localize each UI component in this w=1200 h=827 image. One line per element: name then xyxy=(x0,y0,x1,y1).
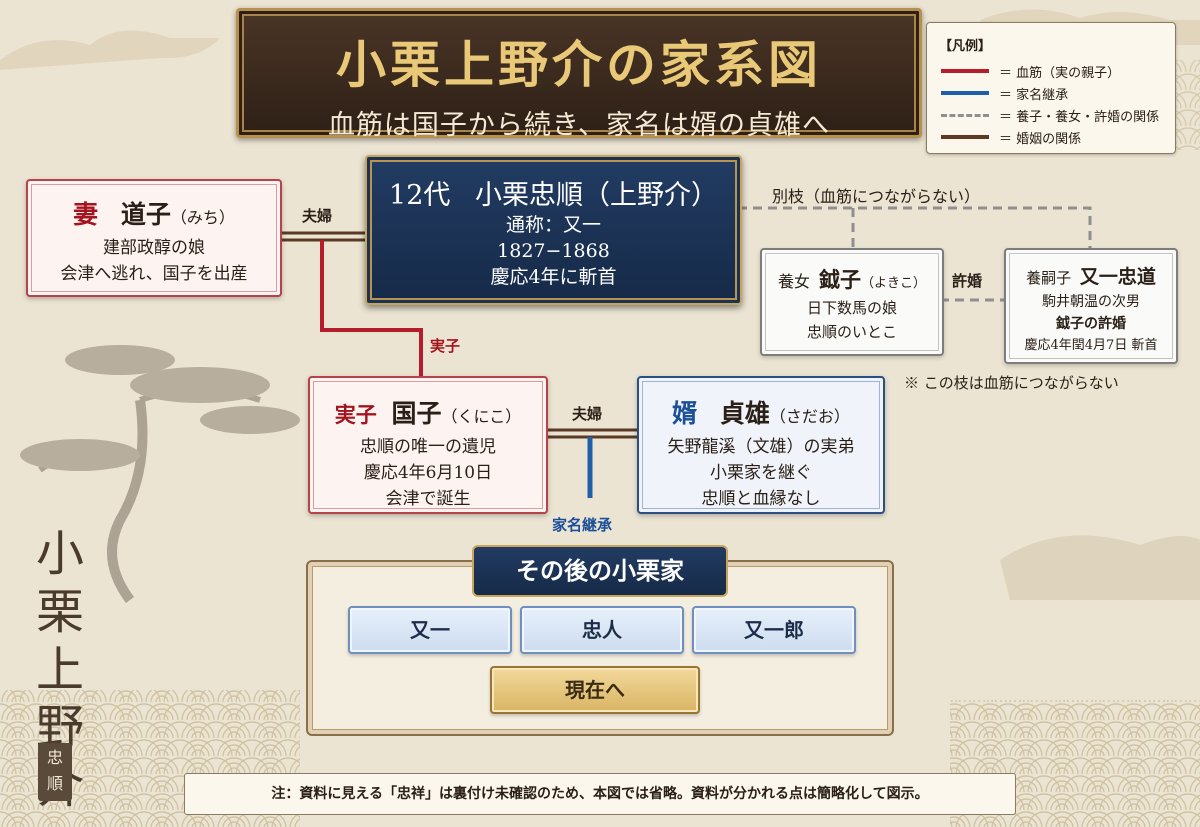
side-title-char: 上 xyxy=(35,642,84,698)
person-name: 道子 xyxy=(120,200,171,229)
person-detail: 慶応4年に斬首 xyxy=(490,266,617,288)
after-section-title: その後の小栗家 xyxy=(472,545,728,597)
footnote: 注：資料に見える「忠祥」は裏付け未確認のため、本図では省略。資料が分かれる点は簡… xyxy=(184,773,1016,815)
person-name: 国子 xyxy=(391,399,442,428)
pine-tree-illustration xyxy=(20,345,300,603)
side-title-char: 栗 xyxy=(35,584,84,640)
adoption-branch-line xyxy=(738,206,1092,248)
legend-swatch-red xyxy=(941,69,989,73)
person-reading: （よきこ） xyxy=(861,276,927,291)
role-label: 妻 xyxy=(73,200,99,229)
person-heading: 12代 小栗忠順（上野介） xyxy=(367,173,740,212)
person-heading: 婿 貞雄（さだお） xyxy=(639,394,883,430)
person-name: 貞雄 xyxy=(719,399,770,428)
person-detail: 慶応4年6月10日 xyxy=(363,463,493,483)
role-label: 実子 xyxy=(334,402,377,427)
page-subtitle: 血筋は国子から続き、家名は婿の貞雄へ xyxy=(327,110,831,141)
person-reading: （くにこ） xyxy=(441,407,522,426)
connector-label-kamei: 家名継承 xyxy=(552,516,613,534)
legend-item-marriage: ＝ 婚姻の関係 xyxy=(941,127,1081,147)
person-detail: 忠順と血縁なし xyxy=(701,489,821,509)
person-tadamichi: 養嗣子 又一忠道 駒井朝温の次男 鉞子の許婚 慶応4年閏4月7日 斬首 xyxy=(1004,248,1178,364)
person-heading: 妻 道子（みち） xyxy=(28,195,280,231)
person-heading: 実子 国子（くにこ） xyxy=(310,394,546,430)
person-detail: 鉞子の許婚 xyxy=(1056,316,1126,332)
generation-label: 12代 xyxy=(389,180,451,211)
person-detail: 小栗家を継ぐ xyxy=(710,463,812,483)
role-label: 養嗣子 xyxy=(1026,269,1072,287)
legend-label: ＝ 血筋（実の親子） xyxy=(999,65,1121,81)
person-tadamasa: 12代 小栗忠順（上野介） 通称：又一 1827−1868 慶応4年に斬首 xyxy=(365,155,742,305)
person-name: 小栗忠順 xyxy=(474,180,583,211)
person-name: 鉞子 xyxy=(819,267,862,292)
descendant-matakazuro: 又一郎 xyxy=(692,606,856,654)
person-detail: 駒井朝温の次男 xyxy=(1042,294,1140,310)
legend-item-succession: ＝ 家名継承 xyxy=(941,83,1068,103)
person-kuniko: 実子 国子（くにこ） 忠順の唯一の遺児 慶応4年6月10日 会津で誕生 xyxy=(308,376,548,514)
branch-note: ※ この枝は血筋につながらない xyxy=(904,374,1119,392)
connector-label-jisshi: 実子 xyxy=(430,337,461,355)
person-sadao: 婿 貞雄（さだお） 矢野龍溪（文雄）の実弟 小栗家を継ぐ 忠順と血縁なし xyxy=(637,376,885,514)
legend: 【凡例】 ＝ 血筋（実の親子） ＝ 家名継承 ＝ 養子・養女・許婚の関係 ＝ 婚… xyxy=(926,22,1176,154)
person-detail: 通称：又一 xyxy=(505,214,601,236)
person-detail: 忠順の唯一の遺児 xyxy=(360,437,496,457)
person-detail: 日下数馬の娘 xyxy=(806,299,897,317)
person-detail: 建部政醇の娘 xyxy=(103,238,205,258)
seal-char: 忠 xyxy=(46,748,63,767)
connector-label-fufu-2: 夫婦 xyxy=(572,405,603,423)
person-heading: 養嗣子 又一忠道 xyxy=(1006,262,1176,289)
legend-swatch-brown xyxy=(941,135,989,139)
person-name: 又一忠道 xyxy=(1079,266,1156,288)
descendant-matakazu: 又一 xyxy=(348,606,512,654)
person-detail: 会津で誕生 xyxy=(385,489,471,509)
legend-item-adoption: ＝ 養子・養女・許婚の関係 xyxy=(941,105,1159,125)
legend-label: ＝ 養子・養女・許婚の関係 xyxy=(999,109,1160,125)
bloodline-line xyxy=(320,240,423,378)
connector-label-betsueda: 別枝（血筋につながらない） xyxy=(772,187,981,206)
present-day-label: 現在へ xyxy=(490,666,700,714)
role-label: 養女 xyxy=(777,272,810,291)
side-title-char: 小 xyxy=(35,526,84,582)
person-reading: （さだお） xyxy=(769,407,850,426)
seal-stamp: 忠順 xyxy=(38,743,72,801)
connector-label-iinazuke: 許婚 xyxy=(952,272,983,290)
legend-item-bloodline: ＝ 血筋（実の親子） xyxy=(941,61,1120,81)
person-detail: 矢野龍溪（文雄）の実弟 xyxy=(667,437,855,457)
page-title: 小栗上野介の家系図 xyxy=(336,35,822,94)
person-detail: 1827−1868 xyxy=(497,240,610,262)
legend-swatch-dashed xyxy=(941,113,989,117)
person-michiko: 妻 道子（みち） 建部政醇の娘 会津へ逃れ、国子を出産 xyxy=(26,179,282,297)
person-detail: 会津へ逃れ、国子を出産 xyxy=(60,264,248,284)
person-heading: 養女 鉞子（よきこ） xyxy=(762,264,942,294)
person-detail: 慶応4年閏4月7日 斬首 xyxy=(1024,338,1158,353)
person-suffix: （上野介） xyxy=(582,180,718,211)
legend-label: ＝ 婚姻の関係 xyxy=(999,131,1082,147)
role-label: 婿 xyxy=(672,399,698,428)
person-yokiko: 養女 鉞子（よきこ） 日下数馬の娘 忠順のいとこ xyxy=(760,248,944,356)
legend-swatch-blue xyxy=(941,91,989,95)
title-banner: 小栗上野介の家系図 血筋は国子から続き、家名は婿の貞雄へ xyxy=(236,8,922,141)
seal-char: 順 xyxy=(46,774,63,793)
legend-label: ＝ 家名継承 xyxy=(999,87,1069,103)
person-detail: 忠順のいとこ xyxy=(806,323,897,341)
descendant-tadato: 忠人 xyxy=(520,606,684,654)
connector-label-fufu: 夫婦 xyxy=(302,207,333,225)
person-reading: （みち） xyxy=(170,208,235,227)
legend-title: 【凡例】 xyxy=(939,39,992,54)
